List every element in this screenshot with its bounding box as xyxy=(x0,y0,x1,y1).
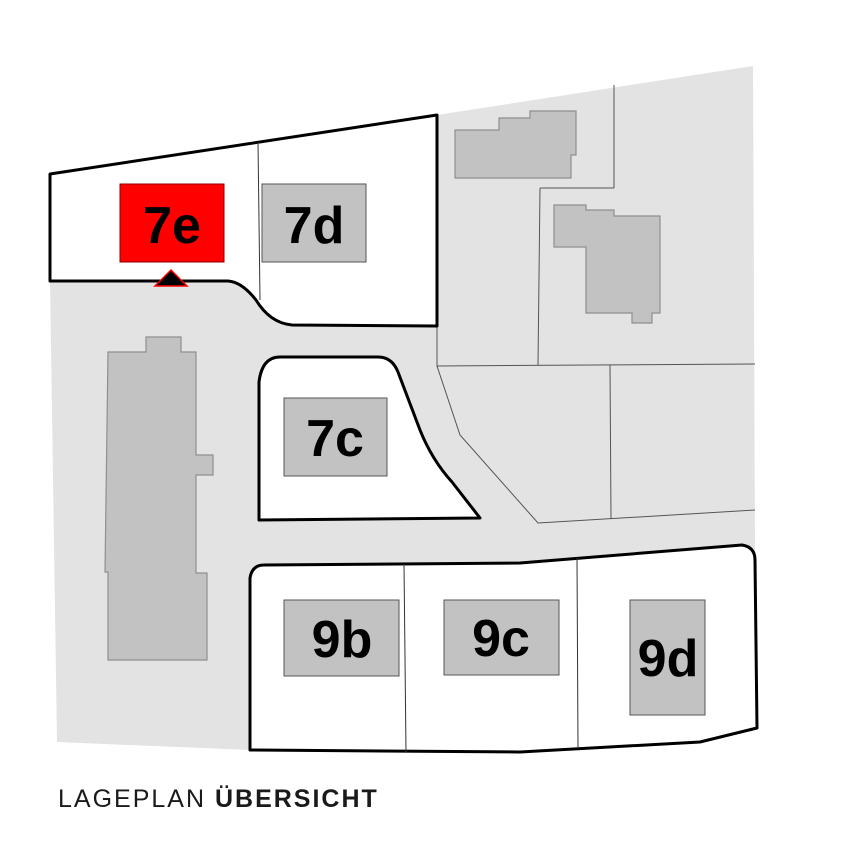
lot-9b-label: 9b xyxy=(312,611,373,669)
lot-9c-footprint[interactable] xyxy=(443,599,560,676)
lot-7c[interactable]: 7c xyxy=(283,397,388,477)
plan-caption: LAGEPLAN ÜBERSICHT xyxy=(58,785,379,814)
lot-9d-label: 9d xyxy=(638,630,699,688)
lot-7e-label: 7e xyxy=(143,197,201,255)
lot-9c[interactable]: 9c xyxy=(443,599,560,676)
lot-9d[interactable]: 9d xyxy=(629,599,706,716)
building-north-east xyxy=(454,110,577,179)
parcel-7e-7d xyxy=(48,113,439,328)
caption-lageplan: LAGEPLAN xyxy=(58,785,207,813)
lot-9b-footprint[interactable] xyxy=(283,599,400,677)
lot-9c-label: 9c xyxy=(472,610,530,668)
caption-uebersicht: ÜBERSICHT xyxy=(214,785,379,813)
lot-7e-footprint[interactable] xyxy=(119,183,225,263)
lot-7d-label: 7d xyxy=(284,197,345,255)
building-east xyxy=(553,204,661,324)
lot-7c-label: 7c xyxy=(306,410,364,468)
lot-7c-footprint[interactable] xyxy=(283,397,388,477)
lot-7d[interactable]: 7d xyxy=(261,183,367,263)
existing-buildings xyxy=(104,110,661,661)
building-west-long xyxy=(104,336,214,661)
lot-7d-footprint[interactable] xyxy=(261,183,367,263)
parcel-dividers xyxy=(257,141,579,753)
lot-7e-marker-icon xyxy=(153,268,189,287)
lot-9b[interactable]: 9b xyxy=(283,599,400,677)
lot-7e[interactable]: 7e xyxy=(119,183,225,263)
lot-9d-footprint[interactable] xyxy=(629,599,706,716)
